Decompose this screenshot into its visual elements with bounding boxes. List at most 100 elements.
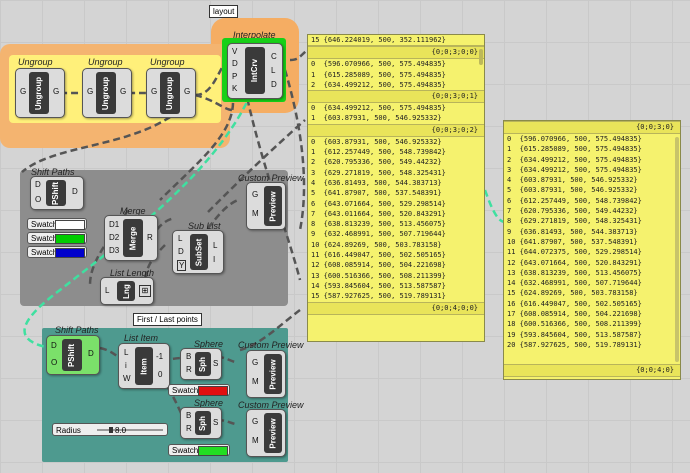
listitem-output-last[interactable]: -1: [156, 352, 164, 361]
data-panel-2[interactable]: {0;0;3;0} 0 {596.070966, 500, 575.494835…: [503, 120, 681, 380]
custompreview-component-1[interactable]: G M Preview: [246, 182, 286, 230]
interpolate-output-c[interactable]: C: [271, 52, 277, 61]
custompreview-core[interactable]: Preview: [264, 186, 282, 226]
sphere-input-r[interactable]: R: [186, 424, 192, 433]
sublist-input-l[interactable]: L: [178, 234, 183, 243]
sublist-core[interactable]: SubSet: [190, 234, 208, 270]
interpolate-output-l[interactable]: L: [271, 66, 276, 75]
listitem-component[interactable]: L i W Item -1 0: [118, 343, 170, 389]
first-last-label[interactable]: First / Last points: [133, 313, 202, 326]
listlength-component[interactable]: L Lng ⊞: [100, 277, 154, 305]
sphere-input-b[interactable]: B: [186, 352, 192, 361]
sublist-input-d[interactable]: D: [178, 247, 184, 256]
ungroup-input-pin[interactable]: G: [87, 87, 94, 96]
shiftpaths-input-o[interactable]: O: [35, 195, 42, 204]
listlength-output-icon[interactable]: ⊞: [139, 285, 151, 297]
interpolate-output-d[interactable]: D: [271, 80, 277, 89]
swatch-white[interactable]: Swatch: [27, 218, 87, 230]
sphere-output-s[interactable]: S: [213, 359, 219, 368]
listitem-core[interactable]: Item: [135, 347, 153, 385]
sphere-input-r[interactable]: R: [186, 365, 192, 374]
shiftpaths-component-top[interactable]: D O PShift D: [30, 176, 84, 210]
ungroup-output-pin[interactable]: G: [53, 87, 60, 96]
swatch-green[interactable]: Swatch: [27, 232, 87, 244]
interpolate-core[interactable]: IntCrv: [245, 47, 265, 94]
shiftpaths-output-d[interactable]: D: [88, 349, 94, 358]
swatch-color[interactable]: [55, 234, 85, 244]
custompreview-core[interactable]: Preview: [264, 413, 282, 453]
custompreview-input-m[interactable]: M: [252, 209, 259, 218]
merge-input-d2[interactable]: D2: [109, 233, 120, 242]
panel-scrollbar[interactable]: [675, 137, 679, 362]
radius-slider-handle[interactable]: [109, 427, 113, 433]
shiftpaths-core[interactable]: PShift: [62, 339, 82, 371]
radius-slider[interactable]: Radius 8.0: [52, 423, 168, 436]
data-panel-1[interactable]: 15 {646.224019, 500, 352.111962} {0;0;3;…: [307, 34, 485, 342]
swatch-red[interactable]: Swatch: [168, 384, 230, 396]
custompreview-core[interactable]: Preview: [264, 354, 282, 394]
listitem-output-first[interactable]: 0: [158, 370, 163, 379]
custompreview-component-2[interactable]: G M Preview: [246, 350, 286, 398]
ungroup-core[interactable]: Ungroup: [96, 72, 116, 114]
shiftpaths-input-o[interactable]: O: [51, 358, 58, 367]
sphere-output-s[interactable]: S: [213, 418, 219, 427]
sublist-input-y[interactable]: Y: [177, 260, 187, 271]
panel-row: 11 {644.072375, 500, 529.298514}: [507, 248, 642, 257]
swatch-color[interactable]: [55, 248, 85, 258]
interpolate-input-d[interactable]: D: [232, 59, 238, 68]
interpolate-component[interactable]: V D P K IntCrv C L D: [227, 43, 283, 99]
swatch-green-2[interactable]: Swatch: [168, 444, 230, 456]
ungroup-core[interactable]: Ungroup: [29, 72, 49, 114]
sublist-output-l[interactable]: L: [213, 241, 218, 250]
ungroup-component-2[interactable]: G Ungroup G: [82, 68, 132, 118]
merge-input-d3[interactable]: D3: [109, 246, 120, 255]
ungroup-output-pin[interactable]: G: [184, 87, 191, 96]
shiftpaths-core[interactable]: PShift: [46, 180, 66, 206]
listitem-input-l[interactable]: L: [124, 348, 129, 357]
custompreview-input-g[interactable]: G: [252, 417, 259, 426]
shiftpaths-component-bottom[interactable]: D O PShift D: [46, 335, 100, 375]
swatch-blue[interactable]: Swatch: [27, 246, 87, 258]
sphere-component-2[interactable]: B R Sph S: [180, 407, 222, 439]
sphere-component-1[interactable]: B R Sph S: [180, 348, 222, 380]
merge-core[interactable]: Merge: [123, 219, 143, 257]
listitem-title: List Item: [124, 333, 159, 343]
swatch-color[interactable]: [55, 220, 85, 230]
sublist-output-i[interactable]: I: [213, 255, 216, 264]
ungroup-output-pin[interactable]: G: [120, 87, 127, 96]
sphere-input-b[interactable]: B: [186, 411, 192, 420]
radius-slider-track[interactable]: [97, 429, 163, 431]
custompreview-input-m[interactable]: M: [252, 436, 259, 445]
shiftpaths-input-d[interactable]: D: [35, 180, 41, 189]
sphere-core[interactable]: Sph: [195, 411, 211, 435]
sublist-component[interactable]: L D Y SubSet L I: [172, 230, 224, 274]
listlength-core[interactable]: Lng: [117, 281, 135, 301]
custompreview-input-g[interactable]: G: [252, 358, 259, 367]
listitem-input-i[interactable]: i: [125, 361, 127, 370]
panel-row: 12 {608.085914, 500, 504.221698}: [311, 261, 446, 270]
layout-label[interactable]: layout: [209, 5, 239, 18]
swatch-color[interactable]: [198, 386, 228, 396]
interpolate-input-p[interactable]: P: [232, 72, 238, 81]
ungroup-component-1[interactable]: G Ungroup G: [15, 68, 65, 118]
merge-output-r[interactable]: R: [147, 233, 153, 242]
ungroup-core[interactable]: Ungroup: [160, 72, 180, 114]
ungroup-input-pin[interactable]: G: [20, 87, 27, 96]
interpolate-input-v[interactable]: V: [232, 47, 238, 56]
listlength-input-l[interactable]: L: [105, 286, 110, 295]
ungroup-input-pin[interactable]: G: [151, 87, 158, 96]
panel-scrollbar[interactable]: [479, 49, 483, 65]
merge-component[interactable]: D1 D2 D3 Merge R: [104, 215, 158, 261]
listitem-input-w[interactable]: W: [123, 374, 131, 383]
custompreview-input-m[interactable]: M: [252, 377, 259, 386]
swatch-color[interactable]: [198, 446, 228, 456]
shiftpaths-output-d[interactable]: D: [72, 187, 78, 196]
sphere-core[interactable]: Sph: [195, 352, 211, 376]
custompreview-input-g[interactable]: G: [252, 190, 259, 199]
custompreview-component-3[interactable]: G M Preview: [246, 409, 286, 457]
ungroup-component-3[interactable]: G Ungroup G: [146, 68, 196, 118]
merge-input-d1[interactable]: D1: [109, 220, 120, 229]
interpolate-input-k[interactable]: K: [232, 84, 238, 93]
shiftpaths-input-d[interactable]: D: [51, 341, 57, 350]
